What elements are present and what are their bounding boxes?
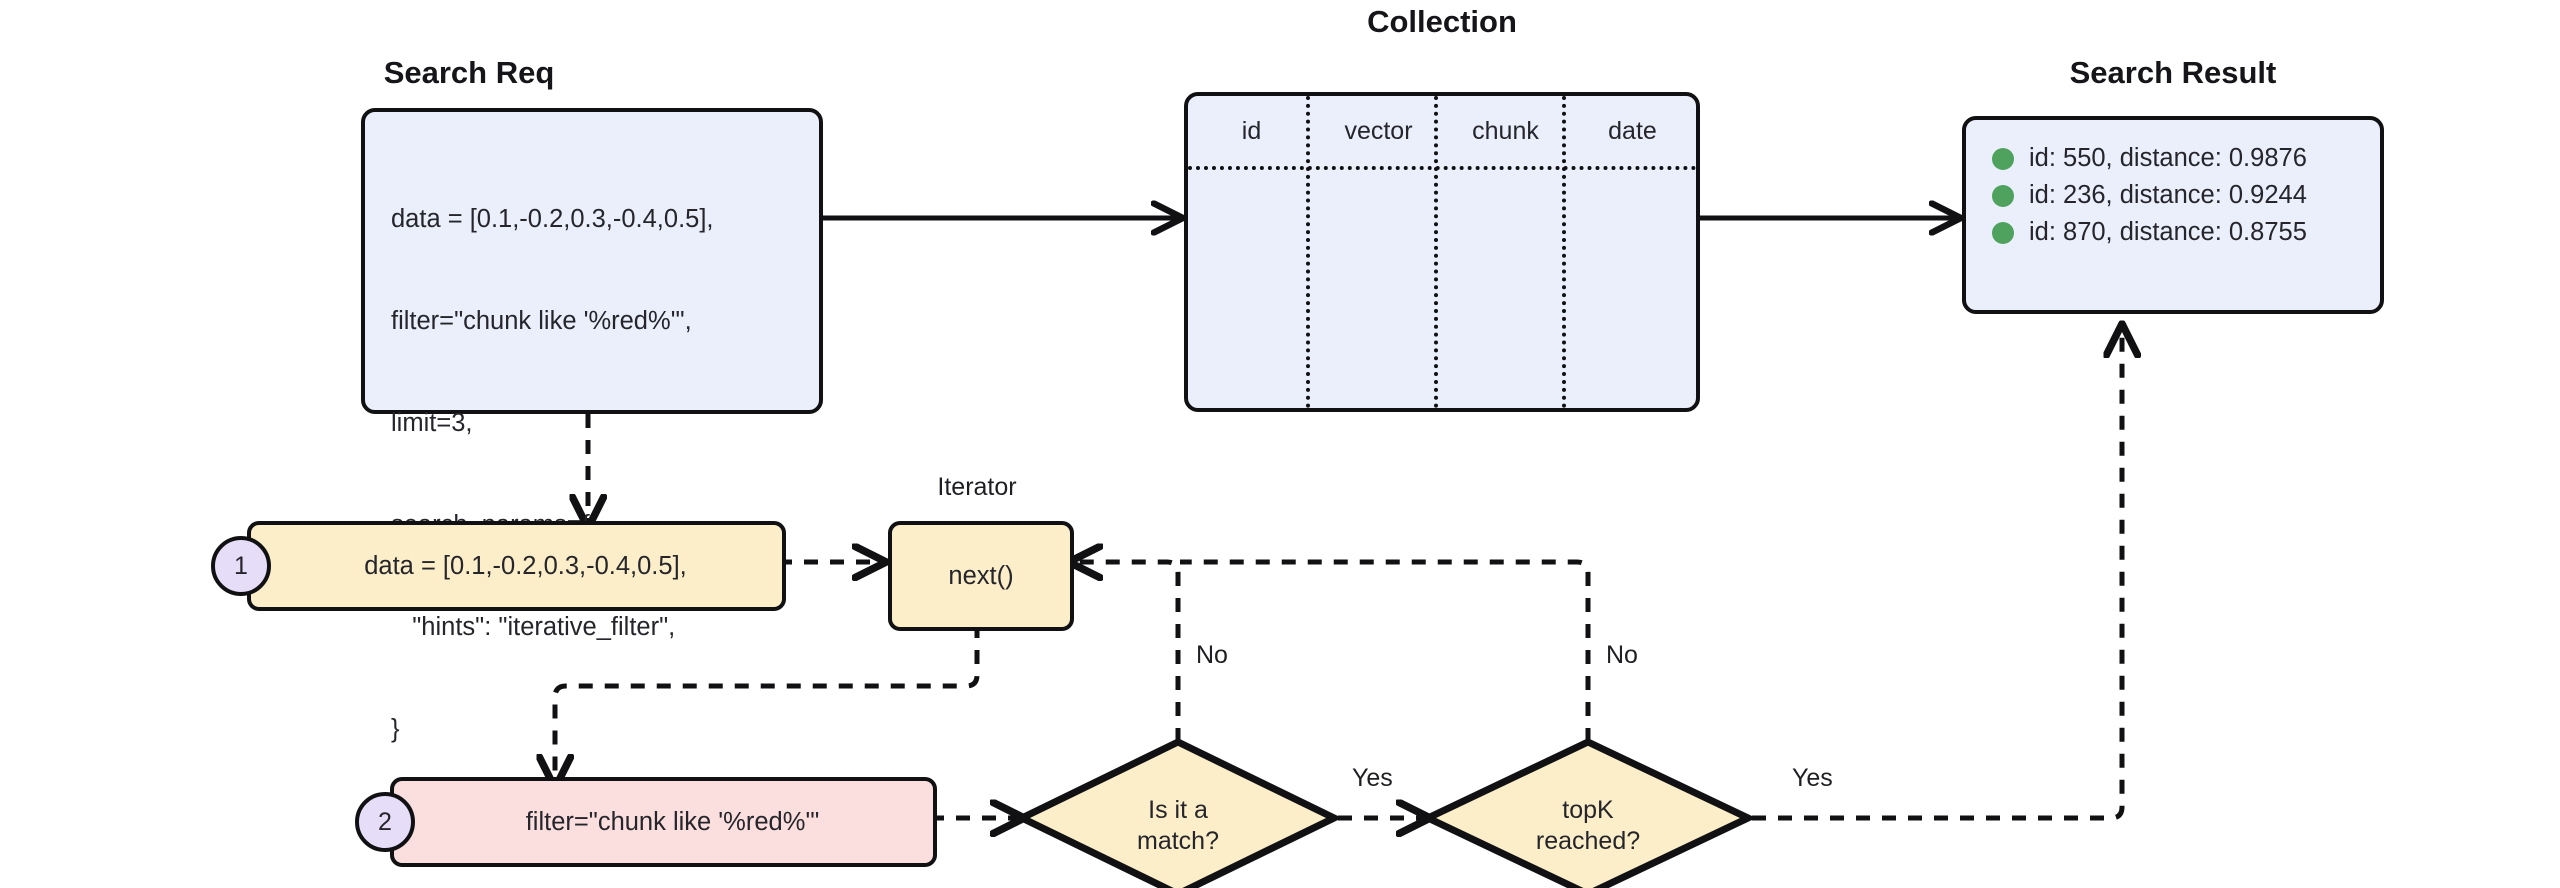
step-2-badge: 2 (355, 792, 415, 852)
collection-column-divider (1562, 96, 1566, 408)
step-1-pill: data = [0.1,-0.2,0.3,-0.4,0.5], (247, 521, 786, 611)
iterator-label: Iterator (937, 473, 1017, 501)
search-req-line: filter="chunk like '%red%'", (391, 307, 692, 335)
search-result-box: id: 550, distance: 0.9876 id: 236, dista… (1962, 116, 2384, 314)
title-collection: Collection (1367, 4, 1517, 39)
edge-decision1-no-to-next (1075, 562, 1181, 742)
search-result-text: id: 550, distance: 0.9876 (2029, 144, 2307, 172)
edge-label-yes-1: Yes (1352, 764, 1393, 792)
collection-table: id vector chunk date (1184, 92, 1700, 412)
decision-is-it-a-match: Is it a match? (1014, 738, 1342, 888)
search-result-item: id: 550, distance: 0.9876 (1992, 140, 2370, 177)
decision-topk-reached: topK reached? (1419, 738, 1757, 888)
search-result-list: id: 550, distance: 0.9876 id: 236, dista… (1992, 140, 2370, 251)
iterator-next-box: next() (888, 521, 1074, 631)
edge-label-no-1: No (1196, 641, 1228, 669)
collection-column-header: chunk (1472, 116, 1539, 145)
edge-label-yes-2: Yes (1792, 764, 1833, 792)
search-req-line: } (391, 715, 400, 743)
search-req-line: data = [0.1,-0.2,0.3,-0.4,0.5], (391, 205, 714, 233)
result-bullet-icon (1992, 184, 2014, 207)
title-search-req: Search Req (383, 55, 555, 90)
search-result-item: id: 870, distance: 0.8755 (1992, 214, 2370, 251)
search-req-line: limit=3, (391, 409, 473, 437)
step-2-pill: filter="chunk like '%red%'" (390, 777, 937, 867)
collection-column-header: vector (1344, 116, 1413, 145)
search-req-code: data = [0.1,-0.2,0.3,-0.4,0.5], filter="… (391, 134, 714, 814)
iterator-next-text: next() (948, 561, 1014, 590)
search-req-line: "hints": "iterative_filter", (391, 613, 676, 641)
title-search-result: Search Result (2069, 55, 2277, 90)
collection-column-divider (1434, 96, 1438, 408)
step-1-badge: 1 (211, 536, 271, 596)
search-result-item: id: 236, distance: 0.9244 (1992, 177, 2370, 214)
edge-label-no-2: No (1606, 641, 1638, 669)
result-bullet-icon (1992, 221, 2014, 244)
result-bullet-icon (1992, 147, 2014, 170)
collection-header-row: id vector chunk date (1188, 96, 1696, 166)
diamond-shape (1014, 738, 1342, 888)
step-1-text: data = [0.1,-0.2,0.3,-0.4,0.5], (364, 551, 687, 580)
step-2-text: filter="chunk like '%red%'" (525, 807, 820, 836)
diamond-shape (1419, 738, 1757, 888)
collection-column-header: date (1608, 116, 1657, 145)
edge-decision2-yes-to-result (1752, 330, 2122, 821)
collection-header-divider (1188, 166, 1696, 170)
search-req-box: data = [0.1,-0.2,0.3,-0.4,0.5], filter="… (361, 108, 823, 743)
collection-column-header: id (1241, 116, 1262, 145)
search-result-text: id: 870, distance: 0.8755 (2029, 218, 2307, 246)
edge-decision2-no-to-next (1180, 559, 1591, 742)
collection-column-divider (1306, 96, 1310, 408)
search-result-text: id: 236, distance: 0.9244 (2029, 181, 2307, 209)
